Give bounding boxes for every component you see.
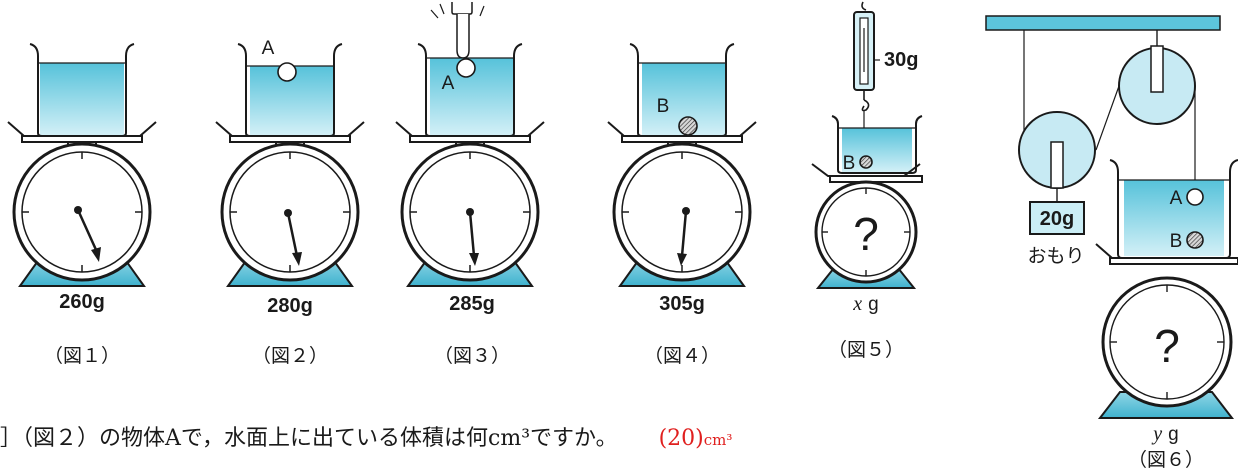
figure-caption: （図３） [434,345,510,367]
question-prompt: ］（図２）の物体Aで，水面上に出ている体積は何cm³ですか。 [0,426,618,451]
scale-fig3: A 285g （図３） [395,2,545,367]
weight-label: 20g [1040,208,1074,230]
object-b [678,116,698,136]
scale-pan [1095,243,1238,265]
reading-unit: g [868,294,879,315]
beaker: B [831,115,923,174]
unknown-reading-mark: ? [853,208,879,260]
scale-reading: 280g [267,295,313,317]
fixed-pulley [1118,45,1196,125]
reading-variable: x [852,293,862,315]
unknown-reading-mark: ? [1154,320,1180,372]
weight-caption: おもり [1027,246,1084,267]
reading-variable: y [1151,423,1162,445]
dial-needle [468,211,479,266]
answer-value: (20) [658,426,704,451]
hanging-weight: 20g [1029,201,1085,235]
figure-caption: （図４） [644,345,720,367]
figure-caption: （図２） [252,345,328,367]
reading-unit: g [1168,424,1179,445]
beaker: A [237,38,343,137]
beaker [29,43,135,137]
scale-dial [12,142,152,282]
beaker: A B [1109,159,1238,259]
answer-unit: cm³ [703,431,733,449]
ceiling [985,15,1221,31]
scale-dial [400,142,540,282]
scale-reading: 305g [659,293,705,315]
object-a [277,62,297,82]
scale-dial: ? [1101,276,1233,408]
dial-needle [76,209,101,262]
scale-reading: 260g [59,291,105,313]
object-b-label: B [657,96,670,117]
object-a-label: A [442,73,455,94]
question-text: ］（図２）の物体Aで，水面上に出ている体積は何cm³ですか。 (20)cm³ [0,420,732,452]
movable-pulley [1018,111,1096,189]
object-a-label: A [262,38,275,59]
figure-caption: （図１） [44,345,120,367]
scale-reading: 285g [449,293,495,315]
spring-reading: 30g [884,49,918,71]
scale-fig4: B 305g （図４） [607,43,757,367]
scale-dial [612,142,752,282]
scale-fig2: A 280g （図２） [215,38,365,367]
figure-caption: （図６） [1128,449,1204,470]
scale-fig1: 260g （図１） [7,43,157,367]
dial-needle [677,210,688,266]
object-a [456,58,476,78]
object-b [1186,231,1204,249]
object-b [859,155,873,169]
beaker: A [417,43,523,137]
scale-dial: ? [814,180,918,284]
dial-needle [286,212,302,266]
scale-dial [220,142,360,282]
beaker: B [629,43,735,137]
object-a-label: A [1170,188,1183,209]
object-b-label: B [843,153,856,174]
pressing-finger [430,2,485,59]
object-a [1186,188,1204,206]
figure-caption: （図５） [828,339,904,361]
object-b-label: B [1170,231,1183,252]
